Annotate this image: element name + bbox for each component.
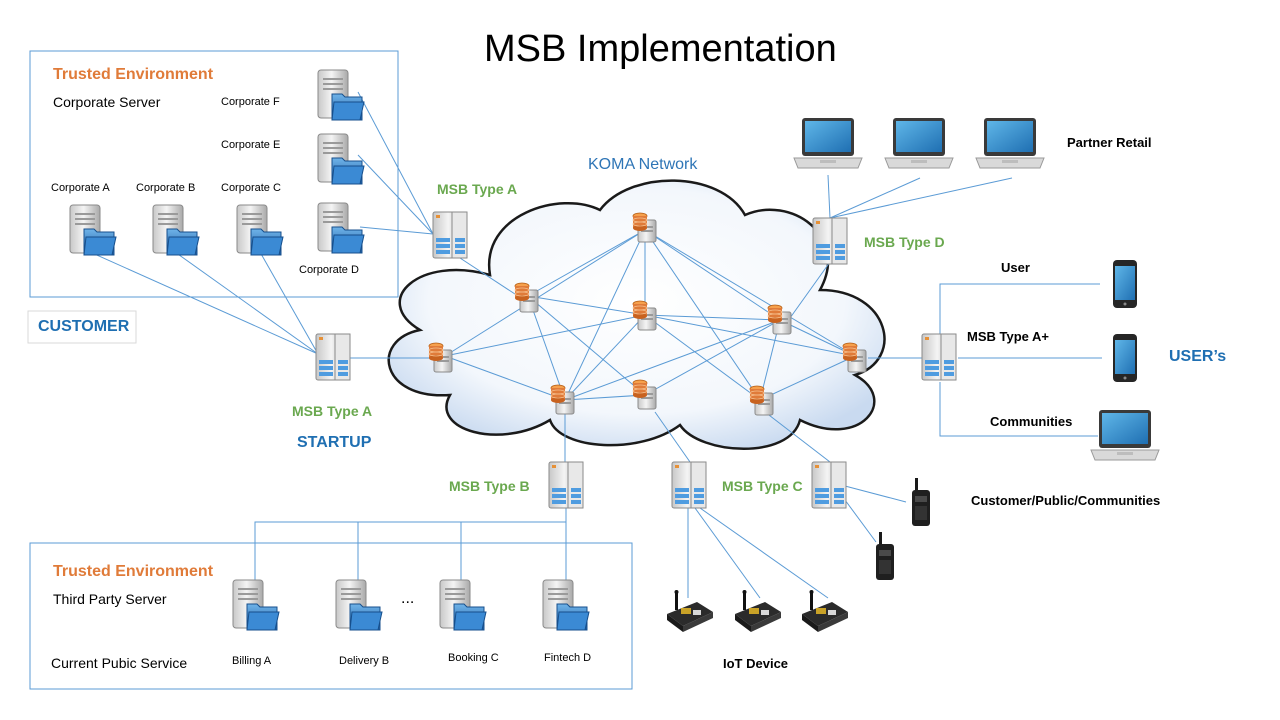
booking-c-label: Booking C: [448, 652, 499, 664]
msb-a-plus-phone-icon: [1113, 334, 1137, 382]
msb-type-a-top-label: MSB Type A: [437, 181, 518, 197]
partner-laptop-1-icon: [793, 117, 863, 169]
corporate-a-server-icon: [69, 204, 117, 256]
iot-device-label: IoT Device: [723, 656, 789, 671]
partner-laptop-3-icon: [975, 117, 1045, 169]
corporate-b-label: Corporate B: [136, 182, 196, 194]
msb-type-b-server-icon: [548, 461, 584, 509]
customer-label: CUSTOMER: [38, 318, 130, 335]
msb-type-c-label: MSB Type C: [722, 478, 803, 494]
startup-label: STARTUP: [297, 434, 372, 451]
more-servers-ellipsis: ...: [401, 590, 415, 607]
partner-retail-label: Partner Retail: [1067, 135, 1152, 150]
communities-label: Communities: [990, 414, 1073, 429]
communities-laptop-icon: [1090, 409, 1160, 461]
trusted-top-subheading: Corporate Server: [53, 94, 161, 110]
delivery-b-server-icon: [335, 579, 383, 631]
msb-type-c-server-icon: [671, 461, 707, 509]
radio-1-icon: [912, 478, 930, 526]
msb-type-b-label: MSB Type B: [449, 478, 530, 494]
delivery-b-label: Delivery B: [339, 655, 390, 667]
corporate-d-label: Corporate D: [299, 264, 359, 276]
msb-customer-server-icon: [811, 461, 847, 509]
koma-network-label: KOMA Network: [588, 156, 698, 173]
msb-type-a-plus-server-icon: [921, 333, 957, 381]
corporate-e-label: Corporate E: [221, 139, 281, 151]
customer-public-communities-label: Customer/Public/Communities: [971, 493, 1161, 508]
corporate-e-server-icon: [317, 133, 365, 185]
fintech-d-server-icon: [542, 579, 590, 631]
booking-c-server-icon: [439, 579, 487, 631]
corporate-c-server-icon: [236, 204, 284, 256]
fintech-d-label: Fintech D: [544, 652, 592, 664]
user-phone-icon: [1113, 260, 1137, 308]
partner-laptop-2-icon: [884, 117, 954, 169]
msb-type-d-label: MSB Type D: [864, 234, 945, 250]
corporate-d-server-icon: [317, 202, 365, 254]
corporate-f-label: Corporate F: [221, 96, 280, 108]
msb-type-a-left-label: MSB Type A: [292, 403, 373, 419]
user-label: User: [1001, 260, 1030, 275]
corporate-c-label: Corporate C: [221, 182, 281, 194]
msb-type-a-top-server-icon: [432, 211, 468, 259]
iot-board-2-icon: [735, 590, 781, 632]
iot-board-1-icon: [667, 590, 713, 632]
page-title: MSB Implementation: [484, 28, 837, 70]
trusted-box-top: [29, 50, 399, 298]
corporate-a-label: Corporate A: [51, 182, 110, 194]
billing-a-server-icon: [232, 579, 280, 631]
trusted-top-heading: Trusted Environment: [53, 66, 214, 83]
msb-type-d-server-icon: [812, 217, 848, 265]
current-public-service-label: Current Pubic Service: [51, 655, 188, 671]
trusted-bottom-subheading: Third Party Server: [53, 591, 167, 607]
msb-type-a-plus-label: MSB Type A+: [967, 329, 1049, 344]
customer-label-box: [27, 310, 137, 344]
radio-2-icon: [876, 532, 894, 580]
trusted-box-bottom: [29, 542, 633, 690]
connection-lines: [89, 91, 1102, 599]
corporate-f-server-icon: [317, 69, 365, 121]
billing-a-label: Billing A: [232, 655, 272, 667]
corporate-b-server-icon: [152, 204, 200, 256]
msb-type-a-left-server-icon: [315, 333, 351, 381]
trusted-bottom-heading: Trusted Environment: [53, 563, 214, 580]
users-label: USER’s: [1169, 348, 1227, 365]
